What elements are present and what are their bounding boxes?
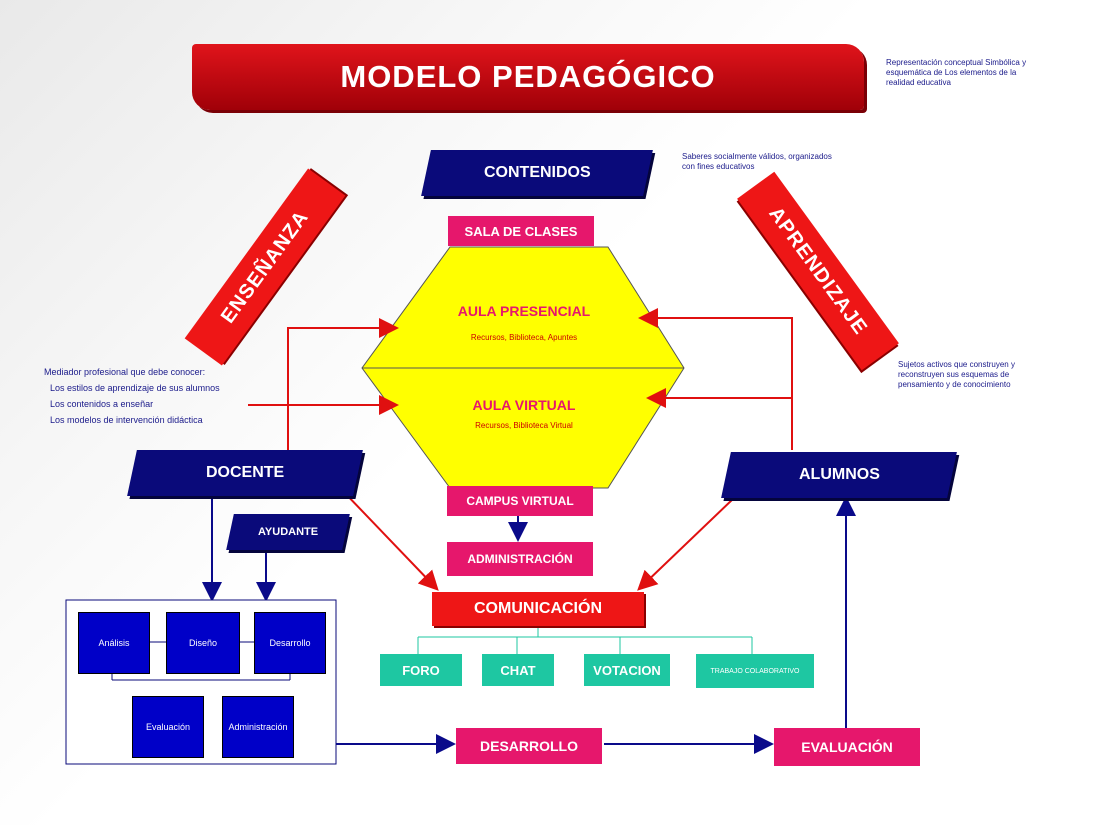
page-title: MODELO PEDAGÓGICO <box>192 44 864 110</box>
administracion-box: ADMINISTRACIÓN <box>447 542 593 576</box>
sala-de-clases: SALA DE CLASES <box>448 216 594 246</box>
process-step-evaluacion: Evaluación <box>132 696 204 758</box>
docente-note-title: Mediador profesional que debe conocer: <box>44 367 206 377</box>
evaluacion-box: EVALUACIÓN <box>774 728 920 766</box>
channel-votacion: VOTACION <box>584 654 670 686</box>
arrow-alumnos-presencial <box>638 308 793 450</box>
process-step-desarrollo: Desarrollo <box>254 612 326 674</box>
aula-virtual-sub: Recursos, Biblioteca Virtual <box>475 420 573 430</box>
aula-presencial-title: AULA PRESENCIAL <box>457 303 591 319</box>
contenidos-note: Saberes socialmente válidos, organizados… <box>682 152 832 171</box>
contenidos-box: CONTENIDOS <box>421 150 653 196</box>
aula-presencial-sub: Recursos, Biblioteca, Apuntes <box>470 332 578 342</box>
aprendizaje-note: Sujetos activos que construyen y reconst… <box>898 360 1015 389</box>
channel-trabajo-colaborativo: TRABAJO COLABORATIVO <box>696 654 814 688</box>
arrow-docente-presencial <box>287 318 399 450</box>
comunicacion-box: COMUNICACIÓN <box>432 592 644 626</box>
process-step-diseno: Diseño <box>166 612 240 674</box>
channel-chat: CHAT <box>482 654 554 686</box>
channel-foro: FORO <box>380 654 462 686</box>
docente-label: DOCENTE <box>205 464 285 481</box>
contenidos-label: CONTENIDOS <box>483 164 591 181</box>
desarrollo-box: DESARROLLO <box>456 728 602 764</box>
docente-note-item: Los estilos de aprendizaje de sus alumno… <box>50 383 220 393</box>
docente-box: DOCENTE <box>127 450 363 496</box>
ayudante-label: AYUDANTE <box>257 526 319 538</box>
aula-virtual-title: AULA VIRTUAL <box>472 397 576 413</box>
process-step-administracion: Administración <box>222 696 294 758</box>
channel-tree <box>417 625 753 654</box>
arrow-docente-comunicacion <box>341 489 439 591</box>
docente-note-item: Los modelos de intervención didáctica <box>50 415 203 425</box>
docente-note: Mediador profesional que debe conocer: L… <box>44 364 284 428</box>
campus-virtual: CAMPUS VIRTUAL <box>447 486 593 516</box>
docente-note-item: Los contenidos a enseñar <box>50 399 154 409</box>
title-note: Representación conceptual Simbólica y es… <box>886 58 1027 87</box>
process-step-analisis: Análisis <box>78 612 150 674</box>
arrow-alumnos-comunicacion <box>637 497 735 591</box>
alumnos-box: ALUMNOS <box>721 452 957 498</box>
ayudante-box: AYUDANTE <box>226 514 350 550</box>
alumnos-label: ALUMNOS <box>798 466 880 483</box>
